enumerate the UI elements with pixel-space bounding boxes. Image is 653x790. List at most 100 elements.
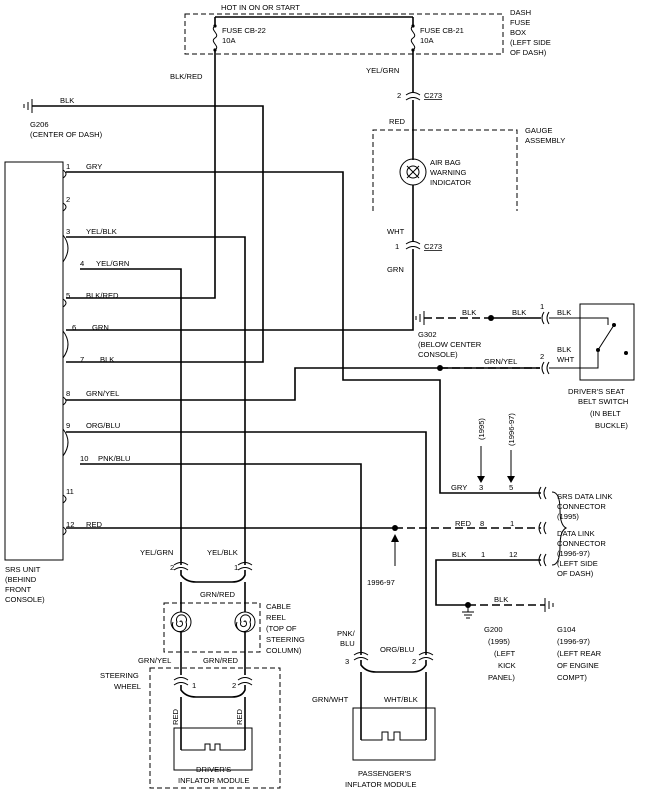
wire-blk-dlc xyxy=(435,559,541,606)
svg-text:3: 3 xyxy=(479,483,483,492)
svg-text:1: 1 xyxy=(395,242,399,251)
svg-text:BUCKLE): BUCKLE) xyxy=(595,421,628,430)
svg-text:1: 1 xyxy=(66,162,70,171)
svg-text:BLK: BLK xyxy=(60,96,74,105)
wire-red-gauge-label: RED xyxy=(389,117,406,126)
svg-text:SRS DATA LINK: SRS DATA LINK xyxy=(557,492,612,501)
svg-text:3: 3 xyxy=(345,657,349,666)
srs-pin-10: 10 PNK/BLU xyxy=(80,454,131,463)
svg-text:RED: RED xyxy=(235,708,244,725)
svg-text:2: 2 xyxy=(170,563,174,572)
svg-text:CONSOLE): CONSOLE) xyxy=(5,595,45,604)
svg-text:PNK/: PNK/ xyxy=(337,629,356,638)
svg-text:DASH: DASH xyxy=(510,8,531,17)
svg-text:SRS UNIT: SRS UNIT xyxy=(5,565,41,574)
svg-text:CONSOLE): CONSOLE) xyxy=(418,350,458,359)
svg-text:GRN/RED: GRN/RED xyxy=(200,590,236,599)
svg-text:11: 11 xyxy=(66,487,74,496)
cable-reel-spiral-left-icon xyxy=(170,611,192,633)
svg-text:7: 7 xyxy=(80,355,84,364)
svg-text:GRN/RED: GRN/RED xyxy=(203,656,239,665)
driver-module-label: DRIVER'S INFLATOR MODULE xyxy=(178,765,249,785)
svg-text:GRN/YEL: GRN/YEL xyxy=(86,389,119,398)
svg-text:GRY: GRY xyxy=(451,483,467,492)
svg-text:FUSE CB-22: FUSE CB-22 xyxy=(222,26,266,35)
svg-text:1: 1 xyxy=(481,550,485,559)
wire-yel-grn xyxy=(80,268,182,565)
svg-text:OF DASH): OF DASH) xyxy=(510,48,547,57)
wire-wht-label: WHT xyxy=(387,227,405,236)
splice-year-label: 1996-97 xyxy=(367,578,395,587)
svg-text:5: 5 xyxy=(509,483,513,492)
svg-text:2: 2 xyxy=(232,681,236,690)
svg-text:(1996-97): (1996-97) xyxy=(557,549,590,558)
svg-text:12: 12 xyxy=(66,520,74,529)
cable-reel-outline xyxy=(163,602,261,653)
ground-g302: G302 (BELOW CENTER CONSOLE) BLK xyxy=(415,308,494,359)
wire-yel-grn-top: YEL/GRN xyxy=(366,50,414,92)
svg-text:ORG/BLU: ORG/BLU xyxy=(86,421,120,430)
steering-wheel-label: STEERING WHEEL xyxy=(100,671,141,691)
svg-text:2: 2 xyxy=(397,91,401,100)
fuse-box-outline xyxy=(184,13,504,55)
svg-text:CONNECTOR: CONNECTOR xyxy=(557,539,606,548)
svg-text:BLU: BLU xyxy=(340,639,355,648)
svg-text:STEERING: STEERING xyxy=(100,671,139,680)
wire-org-blu xyxy=(66,431,427,655)
srs-pin-2: 2 xyxy=(66,195,70,204)
srs-pin-6: 6 GRN xyxy=(72,323,109,332)
passenger-module-connector: 3 2 xyxy=(345,652,434,666)
ground-g104-icon xyxy=(544,598,554,612)
fuse-box-label: DASH FUSE BOX (LEFT SIDE OF DASH) xyxy=(510,8,551,57)
steering-wheel-outline xyxy=(149,667,281,789)
svg-text:WHT/BLK: WHT/BLK xyxy=(384,695,418,704)
wire-gry xyxy=(66,171,541,494)
svg-text:INFLATOR MODULE: INFLATOR MODULE xyxy=(178,776,249,785)
cable-reel-label: CABLE REEL (TOP OF STEERING COLUMN) xyxy=(266,602,305,655)
svg-text:(LEFT: (LEFT xyxy=(494,649,515,658)
connector-c273-top: 2 C273 xyxy=(397,91,442,101)
driver-module-connector: 1 2 xyxy=(173,677,253,690)
svg-text:BLK: BLK xyxy=(557,308,571,317)
svg-text:RED: RED xyxy=(171,708,180,725)
air-bag-indicator-label: AIR BAG WARNING INDICATOR xyxy=(430,158,472,187)
gauge-assembly-outline xyxy=(372,129,518,211)
wire-yel-blk xyxy=(66,236,246,565)
svg-text:BLK: BLK xyxy=(494,595,508,604)
svg-text:10A: 10A xyxy=(420,36,434,45)
svg-text:10: 10 xyxy=(80,454,88,463)
svg-text:6: 6 xyxy=(72,323,76,332)
svg-text:OF DASH): OF DASH) xyxy=(557,569,594,578)
dlc-label: SRS DATA LINK CONNECTOR (1995) DATA LINK… xyxy=(557,492,612,578)
ground-g200-icon xyxy=(462,611,474,619)
gauge-assembly-label: GAUGE ASSEMBLY xyxy=(525,126,565,145)
svg-text:DRIVER'S SEAT: DRIVER'S SEAT xyxy=(568,387,625,396)
svg-text:YEL/GRN: YEL/GRN xyxy=(140,548,173,557)
svg-text:YEL/GRN: YEL/GRN xyxy=(366,66,399,75)
svg-text:WHEEL: WHEEL xyxy=(114,682,141,691)
srs-pin-terminals xyxy=(62,169,69,536)
cable-reel-connector: 2 1 xyxy=(170,562,253,572)
svg-text:BLK/RED: BLK/RED xyxy=(86,291,119,300)
svg-text:PNK/BLU: PNK/BLU xyxy=(98,454,131,463)
svg-text:(IN BELT: (IN BELT xyxy=(590,409,621,418)
svg-text:2: 2 xyxy=(540,352,544,361)
svg-text:WHT: WHT xyxy=(557,355,575,364)
svg-text:BOX: BOX xyxy=(510,28,526,37)
svg-text:(LEFT SIDE: (LEFT SIDE xyxy=(557,559,598,568)
seat-belt-switch xyxy=(549,303,635,381)
svg-text:YEL/BLK: YEL/BLK xyxy=(207,548,238,557)
driver-inflator-module xyxy=(173,727,253,771)
svg-text:YEL/GRN: YEL/GRN xyxy=(96,259,129,268)
passenger-inflator-module xyxy=(352,707,436,761)
svg-text:(CENTER OF DASH): (CENTER OF DASH) xyxy=(30,130,103,139)
seat-switch-connector: 1 2 BLK BLK WHT xyxy=(540,302,575,375)
warning-lamp-icon xyxy=(399,158,427,186)
svg-text:8: 8 xyxy=(66,389,70,398)
svg-text:2: 2 xyxy=(412,657,416,666)
svg-text:GRN: GRN xyxy=(92,323,109,332)
fuse-cb-22: FUSE CB-22 10A xyxy=(212,17,266,52)
